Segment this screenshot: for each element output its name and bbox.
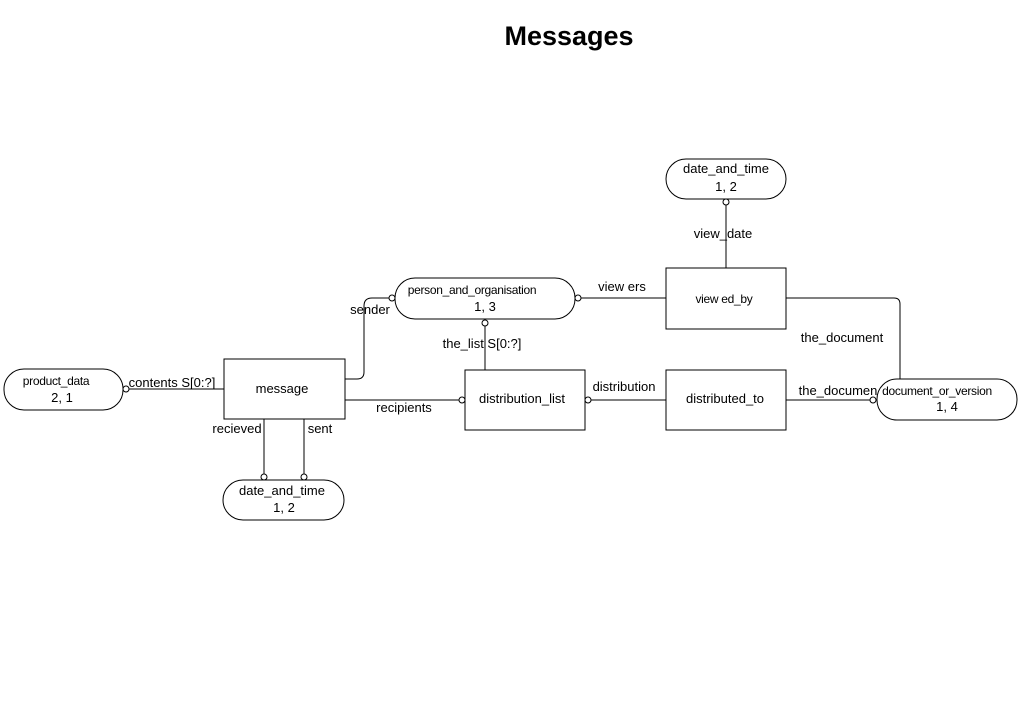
label-contents: contents S[0:?] (129, 375, 216, 390)
edge-the-list (481, 319, 489, 370)
diagram-title: Messages (504, 21, 633, 51)
label-distribution: distribution (593, 379, 656, 394)
edge-contents (122, 385, 224, 393)
node-date-and-time-bottom[interactable]: date_and_time 1, 2 (222, 479, 345, 521)
node-name: document_or_version (882, 384, 992, 398)
node-name: date_and_time (683, 161, 769, 176)
edge-view-date (722, 198, 730, 268)
node-person-and-organisation[interactable]: person_and_organisation 1, 3 (394, 277, 576, 320)
edge-sender (345, 294, 396, 380)
edge-distribution (584, 396, 666, 404)
node-ref: 1, 2 (273, 500, 295, 515)
edge-sent (300, 419, 308, 481)
label-the-document-lower: the_documen (799, 383, 878, 398)
node-name: view ed_by (695, 292, 752, 306)
node-product-data[interactable]: product_data 2, 1 (3, 368, 124, 411)
node-document-or-version[interactable]: document_or_version 1, 4 (876, 378, 1018, 421)
label-the-list: the_list S[0:?] (443, 336, 522, 351)
node-distributed-to[interactable]: distributed_to (665, 369, 787, 431)
node-name: product_data (23, 374, 90, 388)
edge-the-document-lower (786, 396, 877, 404)
node-name: date_and_time (239, 483, 325, 498)
node-viewed-by[interactable]: view ed_by (665, 267, 787, 330)
node-ref: 1, 3 (474, 299, 496, 314)
label-sent: sent (308, 421, 333, 436)
edge-recieved (260, 419, 268, 481)
node-ref: 1, 4 (936, 399, 958, 414)
label-the-document-upper: the_document (801, 330, 884, 345)
node-ref: 2, 1 (51, 390, 73, 405)
node-name: distribution_list (479, 391, 565, 406)
node-message[interactable]: message (223, 358, 346, 420)
node-name: message (256, 381, 309, 396)
edge-viewers (574, 294, 666, 302)
label-viewers: view ers (598, 279, 646, 294)
label-recipients: recipients (376, 400, 432, 415)
node-name: person_and_organisation (408, 283, 537, 297)
node-distribution-list[interactable]: distribution_list (464, 369, 586, 431)
node-ref: 1, 2 (715, 179, 737, 194)
node-name: distributed_to (686, 391, 764, 406)
label-sender: sender (350, 302, 390, 317)
label-view-date: view_date (694, 226, 753, 241)
node-date-and-time-top[interactable]: date_and_time 1, 2 (665, 158, 787, 200)
label-recieved: recieved (212, 421, 261, 436)
